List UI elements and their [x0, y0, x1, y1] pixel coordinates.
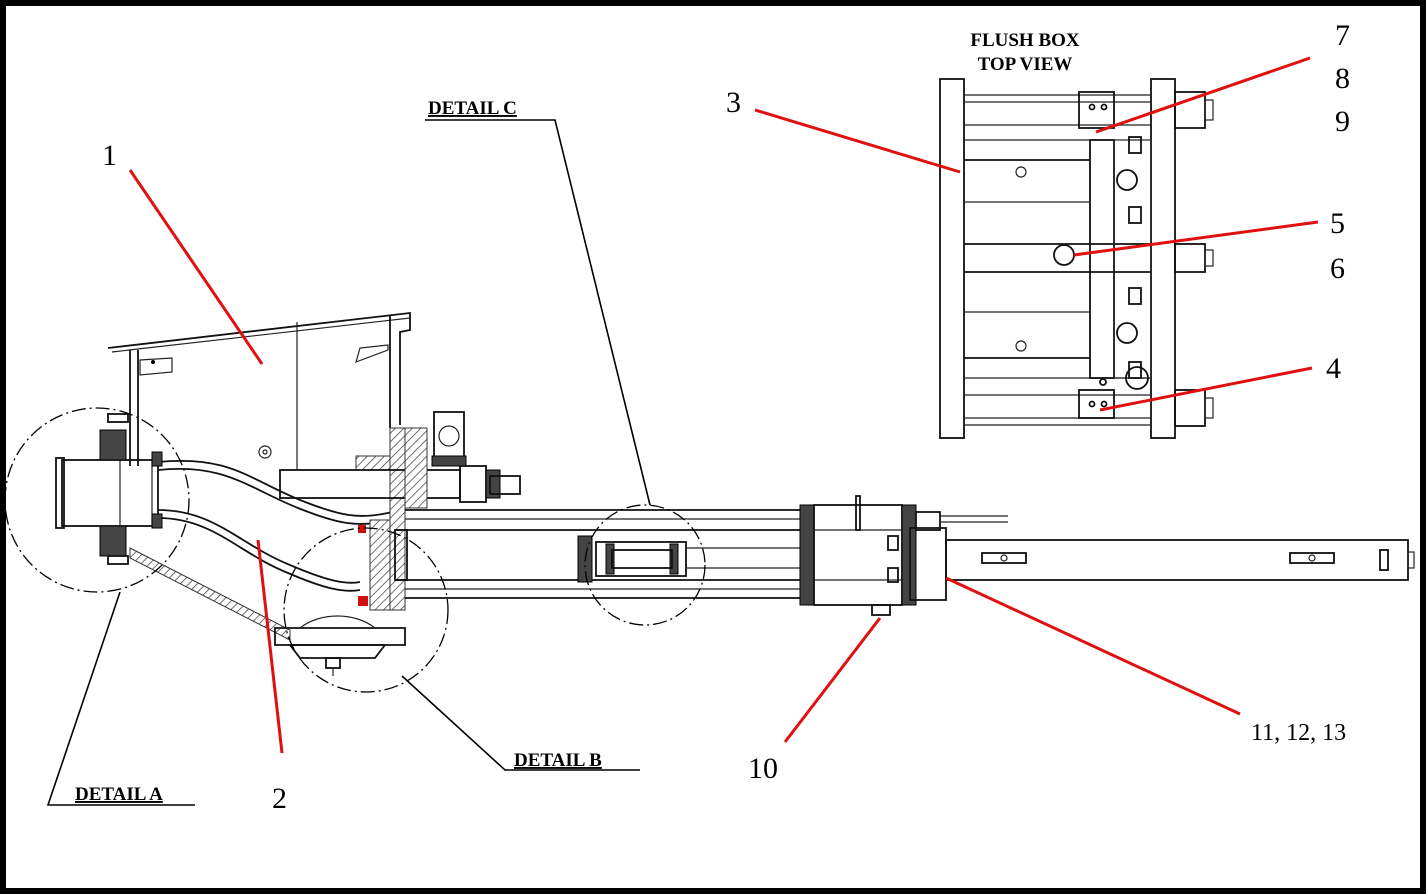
- detail-c-leader: [425, 119, 651, 506]
- hopper-body: [107, 311, 411, 470]
- detail-c-circle: [584, 504, 706, 626]
- cylinder-end: [799, 495, 1008, 616]
- flush-box-top-view: [939, 78, 1214, 439]
- piston-rod: [945, 539, 1415, 581]
- part-number-6: 6: [1330, 252, 1345, 285]
- detail-b-label: DETAIL B: [514, 750, 602, 771]
- leader-4: [1099, 366, 1313, 412]
- part-number-2: 2: [272, 782, 287, 815]
- part-number-5: 5: [1330, 207, 1345, 240]
- shaft-assembly: [279, 411, 521, 509]
- part-number-4: 4: [1326, 352, 1341, 385]
- part-number-1: 1: [102, 139, 117, 172]
- cylinder-tube: [394, 509, 810, 599]
- detail-a-label: DETAIL A: [75, 784, 163, 805]
- chute: [129, 427, 406, 676]
- detail-b-leader: [401, 675, 640, 771]
- flush-box-title-line2: TOP VIEW: [978, 54, 1073, 75]
- leader-11-13: [945, 576, 1241, 716]
- detail-c-label: DETAIL C: [428, 98, 517, 119]
- leader-7: [1095, 56, 1311, 134]
- leader-2: [256, 539, 284, 754]
- flush-box-title-line1: FLUSH BOX: [970, 30, 1080, 51]
- part-number-7: 7: [1335, 19, 1350, 52]
- leader-3: [754, 108, 961, 174]
- leader-1: [128, 169, 264, 365]
- inlet-tube: [55, 413, 163, 565]
- part-number-8: 8: [1335, 62, 1350, 95]
- detail-b-circle: [283, 527, 449, 693]
- leader-5: [1073, 220, 1319, 257]
- part-number-3: 3: [726, 86, 741, 119]
- leader-10: [783, 617, 882, 743]
- detail-a-leader: [46, 591, 195, 806]
- part-number-10: 10: [748, 752, 778, 785]
- part-number-11-12-13: 11, 12, 13: [1251, 720, 1346, 746]
- detail-a-circle: [4, 407, 190, 593]
- part-number-9: 9: [1335, 105, 1350, 138]
